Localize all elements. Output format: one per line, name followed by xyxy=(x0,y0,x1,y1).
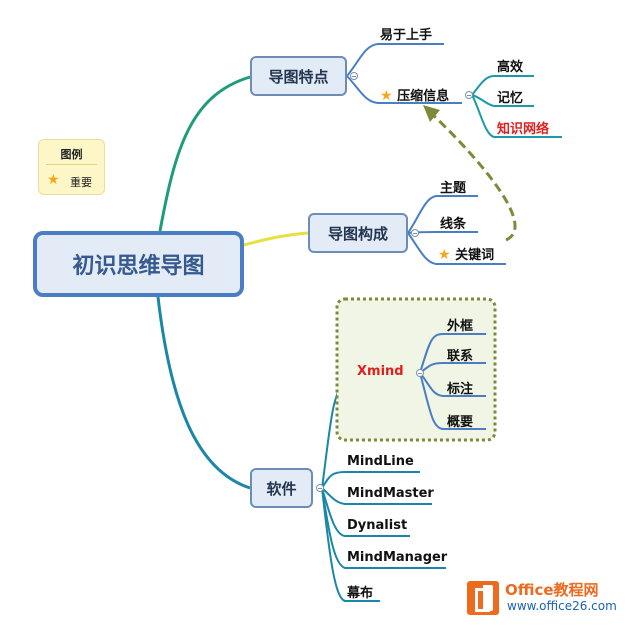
leaf-memory[interactable]: 记忆 xyxy=(497,91,524,106)
collapse-toggle-software[interactable] xyxy=(316,484,324,492)
star-icon: ★ xyxy=(438,247,451,263)
leaf-mindline[interactable]: MindLine xyxy=(347,454,414,469)
star-icon: ★ xyxy=(380,88,393,104)
watermark-subtitle: www.office26.com xyxy=(507,599,617,613)
leaf-outer[interactable]: 外框 xyxy=(447,319,474,334)
connector-easy xyxy=(346,43,444,77)
leaf-topic[interactable]: 主题 xyxy=(440,181,467,196)
leaf-efficient[interactable]: 高效 xyxy=(497,60,524,75)
connector-software xyxy=(156,296,251,490)
connector-efficient xyxy=(471,75,534,96)
connector-features xyxy=(158,75,251,232)
leaf-dynalist[interactable]: Dynalist xyxy=(347,518,408,533)
leaf-mubu[interactable]: 幕布 xyxy=(347,586,374,601)
connector-compress xyxy=(346,75,462,104)
leaf-xmind[interactable]: Xmind xyxy=(357,364,404,379)
connector-summary xyxy=(419,372,486,430)
watermark-title: Office教程网 xyxy=(505,581,599,599)
connector-composition xyxy=(243,231,309,247)
leaf-relation[interactable]: 联系 xyxy=(447,349,474,364)
leaf-easy[interactable]: 易于上手 xyxy=(380,28,433,43)
leaf-summary[interactable]: 概要 xyxy=(447,415,474,430)
topic-composition[interactable]: 导图构成 xyxy=(308,213,408,253)
connector-mubu xyxy=(321,487,380,602)
office-logo-icon xyxy=(467,581,499,615)
legend-item-label: 重要 xyxy=(70,176,92,189)
topic-software[interactable]: 软件 xyxy=(250,468,313,508)
leaf-network[interactable]: 知识网络 xyxy=(497,122,550,137)
topic-features[interactable]: 导图特点 xyxy=(250,56,347,96)
collapse-toggle-compress[interactable] xyxy=(465,91,473,99)
connector-label xyxy=(419,372,486,397)
leaf-label-note[interactable]: 标注 xyxy=(447,382,474,397)
connector-mindline xyxy=(321,471,420,489)
leaf-compress-label: 压缩信息 xyxy=(397,89,450,104)
legend-divider xyxy=(46,164,97,165)
watermark: Office教程网 www.office26.com xyxy=(467,575,627,621)
collapse-toggle-features[interactable] xyxy=(350,72,358,80)
connector-keyword xyxy=(407,232,506,265)
leaf-compress[interactable]: ★ 压缩信息 xyxy=(380,85,449,104)
connector-network xyxy=(471,94,562,138)
connector-outer xyxy=(419,333,486,374)
leaf-mindmanager[interactable]: MindManager xyxy=(347,550,448,565)
leaf-keyword-label: 关键词 xyxy=(455,248,495,263)
leaf-lines[interactable]: 线条 xyxy=(440,217,467,232)
leaf-mindmaster[interactable]: MindMaster xyxy=(347,486,434,501)
connector-dynalist xyxy=(321,487,410,537)
collapse-toggle-xmind[interactable] xyxy=(416,369,424,377)
legend-box: 图例 ★ 重要 xyxy=(38,139,105,195)
connector-memory xyxy=(471,94,534,107)
relation-arrow xyxy=(428,110,517,242)
relation-arrowhead xyxy=(423,105,440,122)
legend-title: 图例 xyxy=(60,148,83,161)
collapse-toggle-composition[interactable] xyxy=(411,229,419,237)
star-icon: ★ xyxy=(47,172,60,188)
connector-mindmaster xyxy=(321,487,432,505)
leaf-keyword[interactable]: ★ 关键词 xyxy=(438,244,494,263)
connector-topic xyxy=(407,195,478,234)
root-topic[interactable]: 初识思维导图 xyxy=(33,231,244,297)
